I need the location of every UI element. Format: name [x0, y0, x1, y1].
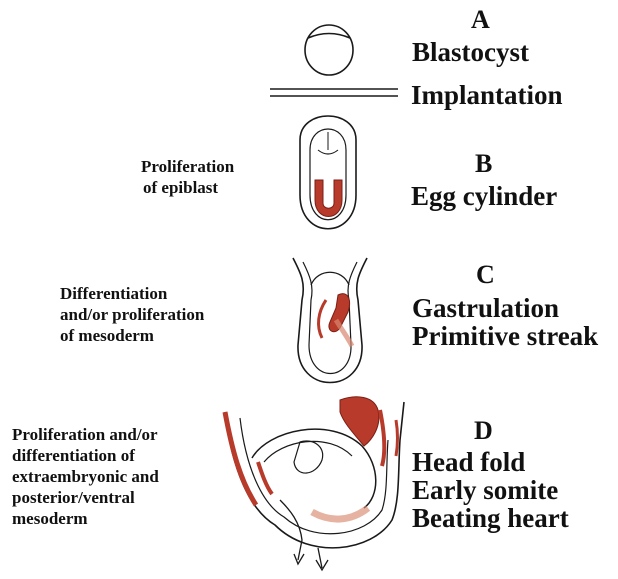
- stage-c-letter: C: [476, 262, 495, 288]
- stage-b-letter: B: [475, 151, 492, 177]
- stage-b-name: Egg cylinder: [411, 183, 557, 210]
- note-d-line-1: Proliferation and/or: [12, 424, 159, 445]
- note-c-line-2: and/or proliferation: [60, 304, 204, 325]
- implantation-line: [270, 89, 398, 96]
- note-stage-b: Proliferation of epiblast: [141, 156, 234, 198]
- head-fold-drawing: [225, 397, 404, 570]
- gastrulation-drawing: [293, 258, 367, 383]
- stage-d-name-line-2: Early somite: [412, 477, 558, 504]
- stage-c-name-line-1: Gastrulation: [412, 295, 559, 322]
- note-c-line-1: Differentiation: [60, 283, 204, 304]
- stage-a-name: Blastocyst: [412, 39, 529, 66]
- implantation-label: Implantation: [411, 82, 563, 109]
- stage-d-letter: D: [474, 418, 493, 444]
- blastocyst-drawing: [305, 25, 353, 75]
- note-b-line-1: Proliferation: [141, 156, 234, 177]
- stage-d-name-line-3: Beating heart: [412, 505, 569, 532]
- note-stage-d: Proliferation and/or differentiation of …: [12, 424, 159, 529]
- note-d-line-5: mesoderm: [12, 508, 159, 529]
- stage-a-letter: A: [471, 7, 490, 33]
- note-d-line-4: posterior/ventral: [12, 487, 159, 508]
- note-d-line-2: differentiation of: [12, 445, 159, 466]
- note-c-line-3: of mesoderm: [60, 325, 204, 346]
- stage-c-name-line-2: Primitive streak: [412, 323, 598, 350]
- note-b-line-2: of epiblast: [141, 177, 234, 198]
- stage-d-name-line-1: Head fold: [412, 449, 525, 476]
- egg-cylinder-drawing: [300, 116, 356, 229]
- note-d-line-3: extraembryonic and: [12, 466, 159, 487]
- note-stage-c: Differentiation and/or proliferation of …: [60, 283, 204, 346]
